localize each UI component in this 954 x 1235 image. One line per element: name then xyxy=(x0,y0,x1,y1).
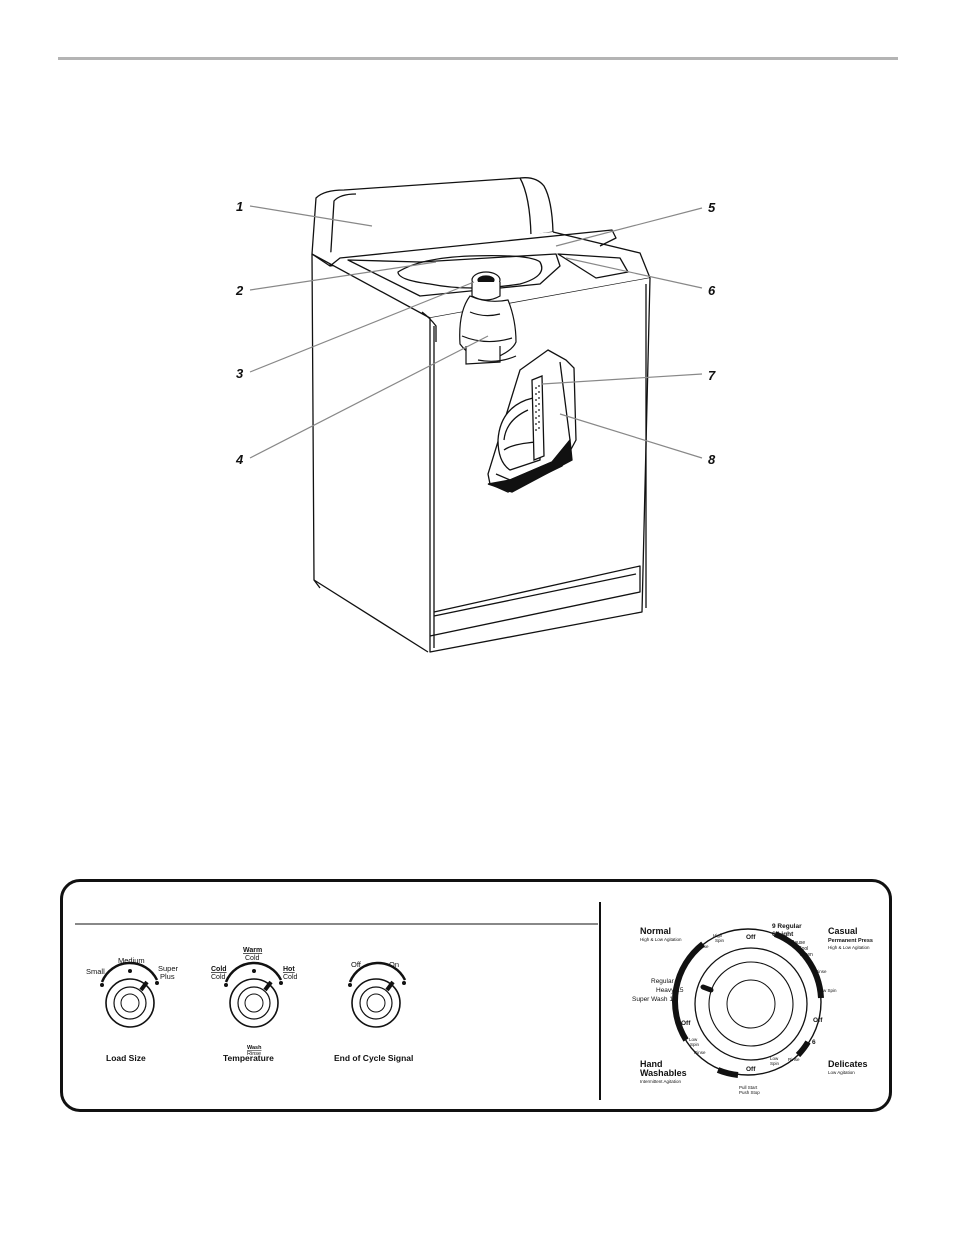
callout-2: 2 xyxy=(235,283,244,298)
control-panel: Small Medium Super Plus Load Size Warm C… xyxy=(60,879,892,1112)
normal-regular: Regular 9 xyxy=(651,978,680,985)
temp-wash: Wash xyxy=(247,1045,262,1051)
dial-rinse-hand: Rinse xyxy=(694,1050,706,1055)
dial-off-top: Off xyxy=(746,934,756,941)
normal-heavy: Heavy 15 xyxy=(656,987,684,994)
load-size-super: Super xyxy=(158,964,179,973)
end-of-cycle-knob[interactable] xyxy=(348,961,407,1028)
end-of-cycle-label: End of Cycle Signal xyxy=(334,1053,413,1063)
top-rule xyxy=(58,57,898,60)
cycle-hand-sub: Intermittent Agitation xyxy=(640,1079,682,1084)
cycle-casual-title2: Permanent Press xyxy=(828,938,873,944)
cycle-hand-title2: Washables xyxy=(640,1068,687,1078)
dial-push-stop: Push Stop xyxy=(739,1090,760,1095)
load-size-medium: Medium xyxy=(118,956,145,965)
callout-1: 1 xyxy=(236,199,243,214)
dial-high-spin-1: High xyxy=(713,933,723,938)
dial-six-delicates: 6 xyxy=(812,1039,816,1046)
callout-6: 6 xyxy=(708,283,716,298)
washer-illustration: 1 2 3 4 5 6 7 8 xyxy=(235,177,716,653)
signal-off: Off xyxy=(351,960,362,969)
temp-hot-sub: Cold xyxy=(283,974,298,981)
load-size-small: Small xyxy=(86,967,105,976)
dial-pull-start: Pull Start xyxy=(739,1085,758,1090)
temperature-knob[interactable] xyxy=(224,961,283,1028)
dial-six-hand: 6 xyxy=(728,1071,732,1078)
temp-hot: Hot xyxy=(283,966,295,973)
dial-low-4: Spin xyxy=(770,1061,780,1066)
dial-rinse-normal: Rinse xyxy=(697,944,709,949)
dial-rinse-delicates: Rinse xyxy=(788,1057,800,1062)
control-panel-art: Small Medium Super Plus Load Size Warm C… xyxy=(75,902,873,1100)
callout-8: 8 xyxy=(708,452,716,467)
temperature-label: Temperature xyxy=(223,1053,274,1063)
temp-cold-sub: Cold xyxy=(211,974,226,981)
dial-pause-3: Down xyxy=(800,952,813,958)
callout-5: 5 xyxy=(708,200,716,215)
casual-light: 6 Light xyxy=(772,931,794,938)
dial-rinse-casual: Rinse xyxy=(815,969,827,974)
cycle-normal-title: Normal xyxy=(640,926,671,936)
signal-on: On xyxy=(389,960,399,969)
dial-low-spin: Low Spin xyxy=(818,988,837,993)
dial-off-left: Off xyxy=(681,1020,691,1027)
dial-high-spin-2: Spin xyxy=(715,938,725,943)
cycle-delicates-sub: Low Agitation xyxy=(828,1070,855,1075)
cycle-casual-title: Casual xyxy=(828,926,858,936)
casual-regular: 9 Regular xyxy=(772,923,802,930)
cycle-hand-title: Hand xyxy=(640,1059,663,1069)
temp-rinse: Rinse xyxy=(247,1051,261,1057)
cycle-normal-sub: High & Low Agitation xyxy=(640,937,682,942)
dial-low-2: Spin xyxy=(690,1042,700,1047)
dial-off-right: Off xyxy=(813,1017,823,1024)
cycle-delicates-title: Delicates xyxy=(828,1059,868,1069)
callout-4: 4 xyxy=(235,452,244,467)
temp-warm-sub: Cold xyxy=(245,955,260,962)
dial-off-bottom: Off xyxy=(746,1066,756,1073)
temp-warm: Warm xyxy=(243,947,262,954)
dial-pause-2: Cool xyxy=(798,946,808,952)
callout-3: 3 xyxy=(236,366,244,381)
load-size-plus: Plus xyxy=(160,972,175,981)
dial-low-3: Low xyxy=(770,1056,779,1061)
temp-cold: Cold xyxy=(211,966,227,973)
dial-pause-1: Pause xyxy=(791,940,805,946)
normal-super-wash: Super Wash 18 xyxy=(632,996,677,1003)
load-size-label: Load Size xyxy=(106,1053,146,1063)
load-size-knob[interactable] xyxy=(100,961,159,1028)
cycle-dial[interactable] xyxy=(672,928,824,1078)
dial-low-1: Low xyxy=(689,1037,698,1042)
cycle-casual-sub: High & Low Agitation xyxy=(828,945,870,950)
callout-7: 7 xyxy=(708,368,716,383)
